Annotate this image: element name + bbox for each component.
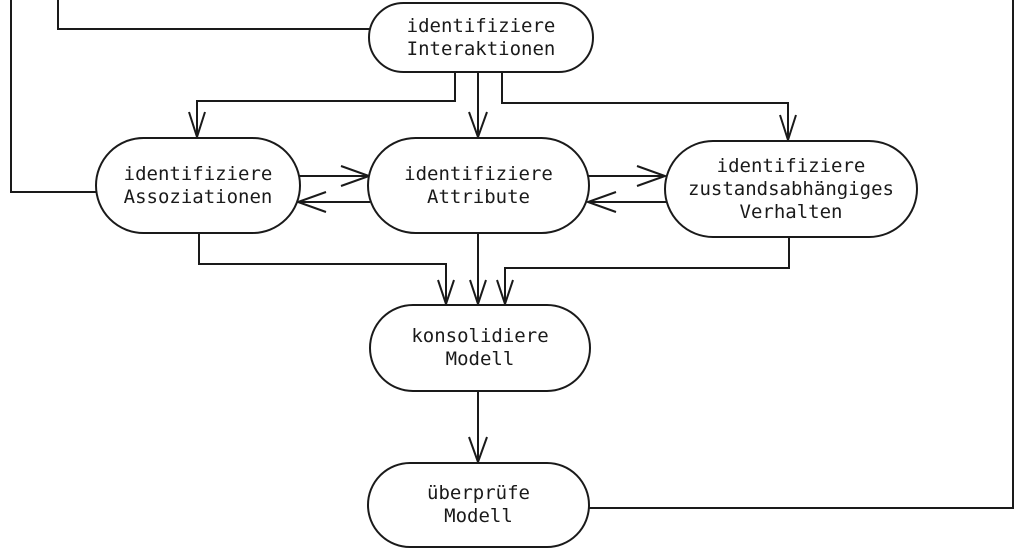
- wire-verhalten-to-konsolidiere: [504, 236, 790, 303]
- arrowhead-into-attribute-right: [585, 191, 617, 213]
- wire-top-left-to-interaktionen: [57, 0, 370, 30]
- node-label-ueberpruefe-modell: überprüfe Modell: [427, 482, 530, 527]
- wire-interaktionen-to-verhalten: [501, 73, 789, 139]
- node-label-identifiziere-interaktionen: identifiziere Interaktionen: [406, 14, 556, 60]
- wire-assoziationen-to-konsolidiere: [198, 232, 447, 303]
- node-ueberpruefe-modell: überprüfe Modell: [367, 462, 590, 548]
- node-identifiziere-assoziationen: identifiziere Assoziationen: [95, 137, 301, 234]
- node-identifiziere-interaktionen: identifiziere Interaktionen: [368, 2, 594, 73]
- wire-interaktionen-to-assoziationen: [196, 73, 456, 136]
- node-label-identifiziere-attribute: identifiziere Attribute: [404, 162, 553, 208]
- node-identifiziere-zustandsabhaengiges-verhalten: identifiziere zustandsabhängiges Verhalt…: [664, 140, 918, 238]
- node-label-identifiziere-assoziationen: identifiziere Assoziationen: [123, 162, 273, 208]
- wire-ueberpruefe-to-top-right: [589, 0, 1014, 509]
- wire-top-left-to-assoziationen: [10, 0, 98, 193]
- node-label-konsolidiere-modell: konsolidiere Modell: [411, 325, 549, 370]
- node-identifiziere-attribute: identifiziere Attribute: [367, 137, 590, 234]
- node-label-identifiziere-zustandsabhaengiges-verhalten: identifiziere zustandsabhängiges Verhalt…: [688, 154, 894, 223]
- node-konsolidiere-modell: konsolidiere Modell: [369, 304, 591, 392]
